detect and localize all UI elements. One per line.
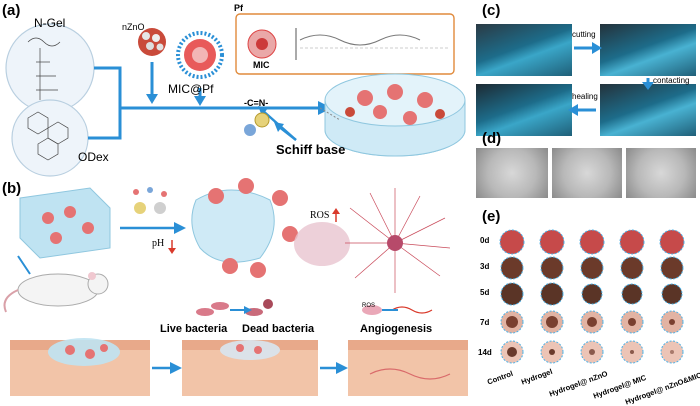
healing-label: healing [572, 92, 598, 101]
nzno-particle [138, 28, 166, 56]
hydrogel-photo-cut [600, 24, 696, 76]
micpf-particle [176, 31, 224, 79]
injection-photo-2 [552, 148, 622, 198]
crosslink-node [244, 112, 270, 136]
panel-a-diagram [5, 13, 466, 177]
nzno-label: nZnO [122, 22, 145, 32]
hydrogel-photo-healed [476, 84, 572, 136]
pf-chain [299, 34, 421, 46]
day-label-2: 5d [480, 288, 490, 297]
hydrogel-dish [324, 73, 466, 157]
hydrogel-block [19, 187, 111, 259]
ros-small-label: ROS [362, 303, 376, 309]
injection-photo-1 [476, 148, 548, 198]
pf-label: Pf [234, 3, 243, 13]
ros-label: ROS [310, 210, 330, 221]
panel-c-arrows [568, 42, 654, 116]
odex-structure [27, 111, 69, 161]
ros-cloud [294, 222, 350, 266]
group-label-control: Control [486, 368, 515, 387]
dead-bacteria-icon [245, 299, 273, 316]
syringe [17, 255, 31, 275]
wound-row-0d [499, 229, 685, 255]
panel-e-label: (e) [482, 208, 501, 225]
panel-c-label: (c) [482, 2, 501, 19]
day-label-4: 14d [478, 348, 492, 357]
injection-photo-3 [626, 148, 696, 198]
hydrogel-photo-contact [600, 84, 696, 136]
imine-label: -C=N- [244, 98, 269, 108]
ngel-structure [27, 37, 61, 100]
ph-label: pH [152, 238, 165, 249]
wound-row-3d [500, 256, 684, 280]
hydrogel-photo-original [476, 24, 572, 76]
skin-section-2 [182, 340, 318, 396]
mic-micelle [247, 29, 277, 59]
ngel-sphere [5, 23, 95, 113]
angiogenesis-icon [362, 305, 433, 315]
cutting-label: cutting [572, 30, 596, 39]
skin-section-1 [10, 338, 150, 396]
ngel-label: N-Gel [34, 16, 66, 30]
wound-grid [499, 229, 685, 364]
dead-bacteria-label: Dead bacteria [242, 323, 315, 335]
day-label-1: 3d [480, 262, 490, 271]
mouse [3, 272, 109, 313]
angiogenesis-label: Angiogenesis [360, 323, 433, 335]
wound-row-5d [500, 282, 683, 306]
released-particles [208, 178, 298, 278]
skin-section-3 [348, 340, 468, 396]
wound-row-14d [500, 340, 684, 364]
mic-detail-box [235, 13, 455, 75]
micpf-label: MIC@Pf [168, 82, 214, 96]
panel-b-label: (b) [2, 180, 22, 197]
odex-label: ODex [78, 150, 109, 164]
mic-label: MIC [253, 60, 270, 70]
panel-a-label: (a) [2, 2, 21, 19]
day-label-0: 0d [480, 236, 490, 245]
contacting-label: contacting [653, 76, 690, 85]
wound-row-7d [500, 310, 684, 334]
schiff-label: Schiff base [276, 142, 346, 157]
live-bacteria-icon [196, 302, 229, 316]
panel-b-diagram [3, 178, 468, 396]
live-bacteria-label: Live bacteria [160, 323, 228, 335]
bacteria-burst [345, 188, 451, 293]
odex-sphere [11, 99, 89, 177]
day-label-3: 7d [480, 318, 490, 327]
connector-lines [88, 66, 318, 140]
released-molecules [133, 187, 167, 214]
degraded-hydrogel [191, 189, 275, 263]
panel-d-label: (d) [482, 130, 502, 147]
